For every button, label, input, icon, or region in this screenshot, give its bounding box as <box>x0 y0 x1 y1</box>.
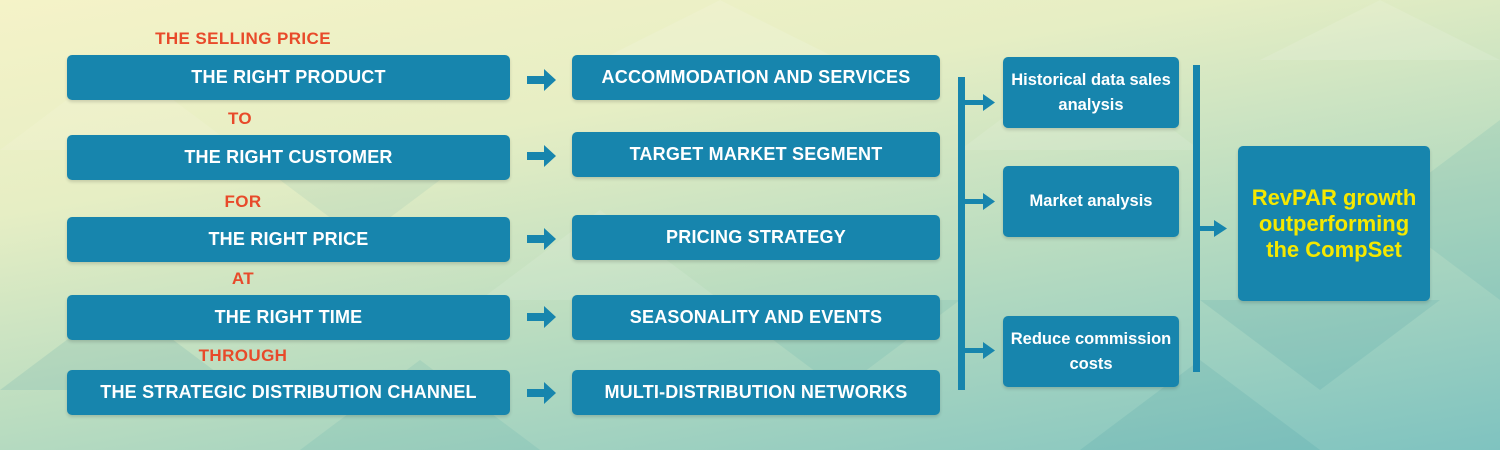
connector-for: FOR <box>224 192 262 211</box>
seasonality-events-box: SEASONALITY AND EVENTS <box>572 295 940 340</box>
arrow-right-icon <box>527 228 556 250</box>
arrow-right-icon <box>527 145 556 167</box>
arrow-head-icon <box>983 342 995 359</box>
arrow-right-icon <box>527 306 556 328</box>
right-price-label: THE RIGHT PRICE <box>208 229 369 249</box>
bracket-arm <box>965 199 985 204</box>
reduce-commission-box: Reduce commission costs <box>1003 316 1179 387</box>
arrow-right-icon <box>527 382 556 404</box>
multi-distribution-label: MULTI-DISTRIBUTION NETWORKS <box>604 382 908 402</box>
right-customer-label: THE RIGHT CUSTOMER <box>184 147 393 167</box>
connector-at: AT <box>231 269 255 288</box>
arrow-head-icon <box>983 193 995 210</box>
bracket-arm <box>1200 226 1216 231</box>
bracket-arm <box>965 348 985 353</box>
reduce-commission-label: Reduce commission costs <box>1010 329 1172 373</box>
left-bracket-bar <box>958 77 965 390</box>
market-analysis-label: Market analysis <box>1029 192 1153 210</box>
bracket-arm <box>965 100 985 105</box>
selling-price-heading: THE SELLING PRICE <box>155 29 331 48</box>
pricing-strategy-label: PRICING STRATEGY <box>666 227 846 247</box>
right-time-box: THE RIGHT TIME <box>67 295 510 340</box>
revpar-result-box: RevPAR growth outperforming the CompSet <box>1238 146 1430 301</box>
target-market-label: TARGET MARKET SEGMENT <box>629 144 883 164</box>
revpar-result-label: RevPAR growth outperforming the CompSet <box>1251 184 1417 262</box>
market-analysis-box: Market analysis <box>1003 166 1179 237</box>
historical-data-box: Historical data sales analysis <box>1003 57 1179 128</box>
right-time-label: THE RIGHT TIME <box>214 307 363 327</box>
arrow-head-icon <box>1214 220 1227 237</box>
seasonality-events-label: SEASONALITY AND EVENTS <box>629 307 883 327</box>
connector-to: TO <box>227 109 253 128</box>
historical-data-label: Historical data sales analysis <box>1011 70 1171 114</box>
target-market-box: TARGET MARKET SEGMENT <box>572 132 940 177</box>
distribution-channel-box: THE STRATEGIC DISTRIBUTION CHANNEL <box>67 370 510 415</box>
accommodation-services-box: ACCOMMODATION AND SERVICES <box>572 55 940 100</box>
right-price-box: THE RIGHT PRICE <box>67 217 510 262</box>
distribution-channel-label: THE STRATEGIC DISTRIBUTION CHANNEL <box>100 382 477 402</box>
right-product-box: THE RIGHT PRODUCT <box>67 55 510 100</box>
pricing-strategy-box: PRICING STRATEGY <box>572 215 940 260</box>
arrow-right-icon <box>527 69 556 91</box>
right-bracket-bar <box>1193 65 1200 372</box>
multi-distribution-box: MULTI-DISTRIBUTION NETWORKS <box>572 370 940 415</box>
right-customer-box: THE RIGHT CUSTOMER <box>67 135 510 180</box>
connector-through: THROUGH <box>198 346 288 365</box>
right-product-label: THE RIGHT PRODUCT <box>191 67 386 87</box>
arrow-head-icon <box>983 94 995 111</box>
accommodation-services-label: ACCOMMODATION AND SERVICES <box>601 67 911 87</box>
